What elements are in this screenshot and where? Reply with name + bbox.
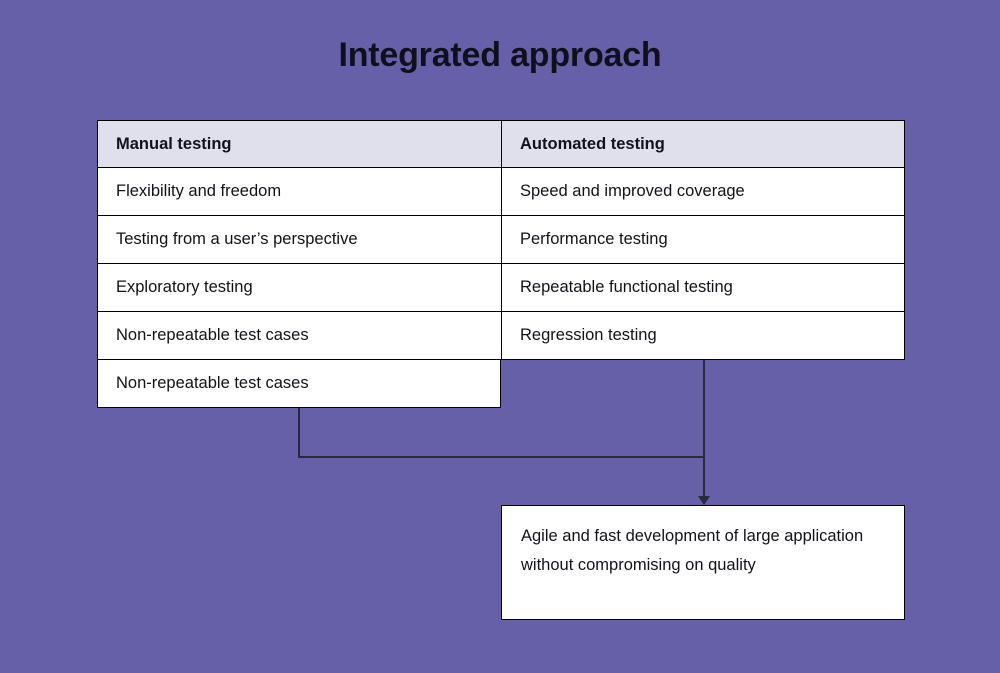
cell-automated-2: Performance testing: [501, 216, 905, 264]
cell-manual-2: Testing from a user’s perspective: [97, 216, 501, 264]
cell-automated-4: Regression testing: [501, 312, 905, 360]
outcome-box: Agile and fast development of large appl…: [501, 505, 905, 620]
cell-automated-3: Repeatable functional testing: [501, 264, 905, 312]
connector-left-vertical: [298, 408, 300, 458]
table-header-row: Manual testing Automated testing: [97, 120, 905, 168]
connector-horizontal: [298, 456, 705, 458]
table-row: Non-repeatable test cases: [97, 360, 905, 408]
arrow-down-icon: [698, 496, 710, 505]
cell-manual-4: Non-repeatable test cases: [97, 312, 501, 360]
connector-right-vertical: [703, 360, 705, 502]
cell-manual-5: Non-repeatable test cases: [97, 360, 501, 408]
table-row: Exploratory testing Repeatable functiona…: [97, 264, 905, 312]
cell-manual-3: Exploratory testing: [97, 264, 501, 312]
table-row: Non-repeatable test cases Regression tes…: [97, 312, 905, 360]
column-header-automated-testing: Automated testing: [501, 120, 905, 168]
comparison-table: Manual testing Automated testing Flexibi…: [97, 120, 905, 408]
table-row: Flexibility and freedom Speed and improv…: [97, 168, 905, 216]
page-title: Integrated approach: [338, 36, 662, 74]
cell-automated-1: Speed and improved coverage: [501, 168, 905, 216]
cell-manual-1: Flexibility and freedom: [97, 168, 501, 216]
table-row: Testing from a user’s perspective Perfor…: [97, 216, 905, 264]
outcome-text: Agile and fast development of large appl…: [521, 527, 864, 574]
column-header-manual-testing: Manual testing: [97, 120, 501, 168]
